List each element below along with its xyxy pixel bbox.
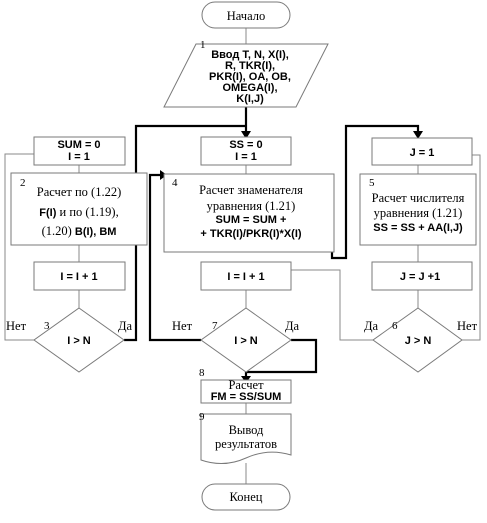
middle-condition-label: I > N <box>234 335 258 347</box>
middle-yes-label: Да <box>285 319 300 333</box>
right-init-block <box>371 137 473 166</box>
left-increment-block <box>33 261 126 291</box>
input-line-2: R, TKR(I), <box>225 60 275 72</box>
right-yes-label: Да <box>364 319 379 333</box>
middle-increment-label: I = I + 1 <box>227 271 264 283</box>
left-calc-number: 2 <box>20 177 26 189</box>
middle-init-block <box>200 136 292 166</box>
left-yes-label: Да <box>118 319 133 333</box>
left-calc-fi: F(I) <box>39 207 56 219</box>
middle-init-line-1: SS = 0 <box>229 139 262 151</box>
middle-calc-line-3: SUM = SUM + <box>216 214 287 226</box>
middle-init-line-2: I = 1 <box>235 151 257 163</box>
input-block <box>163 43 329 108</box>
end-terminal <box>201 483 291 511</box>
middle-calc-line-4: + TKR(I)/PKR(I)*X(I) <box>200 228 301 240</box>
left-calc-line-1: Расчет по (1.22) <box>37 185 122 199</box>
right-calc-block <box>359 173 477 246</box>
right-calc-line-3: SS = SS + AA(I,J) <box>373 222 463 234</box>
left-increment-label: I = I + 1 <box>60 271 97 283</box>
output-document <box>200 413 292 464</box>
right-calc-line-2: уравнения (1.21) <box>374 206 463 220</box>
left-condition-number: 3 <box>44 320 50 332</box>
connectors <box>4 28 481 484</box>
input-line-4: OMEGA(I), <box>223 82 278 94</box>
right-increment-block <box>371 261 473 291</box>
input-line-5: K(I,J) <box>236 93 264 105</box>
left-init-line-1: SUM = 0 <box>57 139 100 151</box>
input-block-number: 1 <box>200 39 206 51</box>
left-calc-bi-bm: B(I), BM <box>75 226 117 238</box>
left-init-line-2: I = 1 <box>68 151 90 163</box>
right-init-label: J = 1 <box>410 147 435 159</box>
input-line-1: Ввод T, N, X(I), <box>211 49 289 61</box>
right-no-label: Нет <box>457 319 478 333</box>
middle-condition-diamond <box>200 307 292 373</box>
output-line-1: Вывод <box>229 423 264 437</box>
middle-calc-line-2: уравнения (1.21) <box>207 199 296 213</box>
left-init-block <box>33 136 126 166</box>
end-label: Конец <box>230 490 263 504</box>
left-calc-line-2-rest: и по (1.19), <box>56 205 118 219</box>
right-increment-label: J = J +1 <box>400 271 440 283</box>
result-line-2: FM = SS/SUM <box>211 391 282 403</box>
middle-condition-number: 7 <box>212 320 218 332</box>
left-calc-line-2: F(I) и по (1.19), <box>39 205 118 219</box>
right-calc-number: 5 <box>369 177 375 189</box>
left-condition-diamond <box>33 307 125 373</box>
middle-increment-block <box>200 261 292 291</box>
result-line-1: Расчет <box>228 378 264 392</box>
left-no-label: Нет <box>6 319 27 333</box>
right-calc-line-1: Расчет числителя <box>372 191 465 205</box>
left-calc-line-3-start: (1.20) <box>42 224 75 238</box>
right-condition-label: J > N <box>405 335 432 347</box>
middle-calc-number: 4 <box>172 177 178 189</box>
middle-no-label: Нет <box>172 319 193 333</box>
start-label: Начало <box>227 9 266 23</box>
right-condition-number: 6 <box>392 320 398 332</box>
middle-calc-block <box>163 173 335 253</box>
input-line-3: PKR(I), OA, OB, <box>209 71 291 83</box>
right-condition-diamond <box>372 307 463 373</box>
output-block-number: 9 <box>199 411 205 423</box>
left-calc-block <box>10 172 148 246</box>
result-block-number: 8 <box>199 367 205 379</box>
output-line-2: результатов <box>215 437 277 451</box>
result-block <box>200 379 292 404</box>
middle-calc-line-1: Расчет знаменателя <box>199 183 303 197</box>
left-calc-line-3: (1.20) B(I), BM <box>42 224 117 238</box>
left-condition-label: I > N <box>67 335 91 347</box>
start-terminal <box>201 1 291 29</box>
